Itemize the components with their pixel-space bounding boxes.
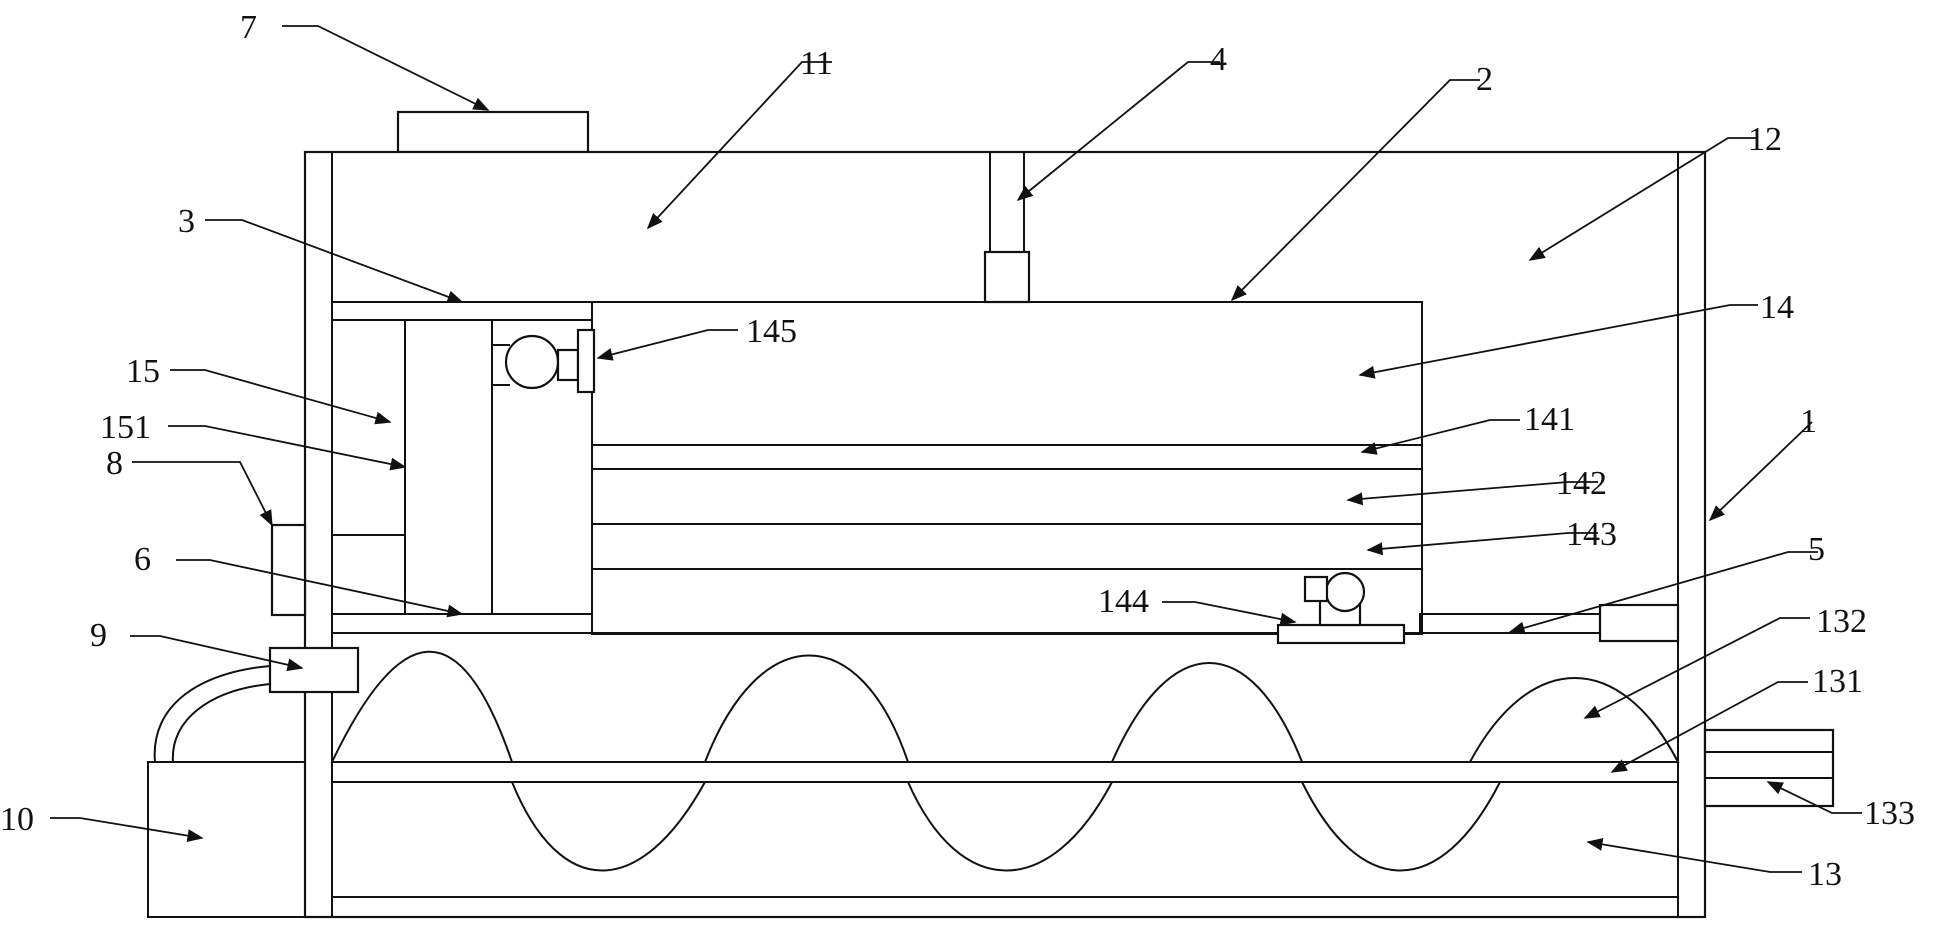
side-block — [1598, 603, 1680, 643]
callout-labels: 7 11 4 2 12 3 14 145 15 151 141 8 1 142 … — [0, 9, 1915, 893]
callout-7: 7 — [240, 9, 257, 46]
auger-blades — [330, 650, 1680, 872]
side-box-8 — [270, 523, 307, 617]
callout-142: 142 — [1556, 465, 1607, 502]
callout-143: 143 — [1566, 516, 1617, 553]
pump-9 — [268, 646, 360, 694]
leader-lines — [50, 25, 1862, 873]
callout-132: 132 — [1816, 603, 1867, 640]
callout-151: 151 — [100, 409, 151, 446]
callout-5: 5 — [1808, 531, 1825, 568]
callout-3: 3 — [178, 203, 195, 240]
callout-14: 14 — [1760, 289, 1794, 326]
auger-shaft — [331, 761, 1679, 783]
fan-145 — [492, 328, 596, 394]
callout-2: 2 — [1476, 61, 1493, 98]
callout-12: 12 — [1748, 121, 1782, 158]
callout-145: 145 — [746, 313, 797, 350]
layer-143 — [591, 523, 1423, 570]
callout-6: 6 — [134, 541, 151, 578]
callout-141: 141 — [1524, 401, 1575, 438]
callout-13: 13 — [1808, 856, 1842, 893]
motor-133 — [1703, 728, 1835, 808]
callout-4: 4 — [1210, 41, 1227, 78]
callout-1: 1 — [1800, 403, 1817, 440]
callout-15: 15 — [126, 353, 160, 390]
callout-11: 11 — [800, 45, 833, 82]
callout-144: 144 — [1098, 583, 1149, 620]
callout-10: 10 — [0, 801, 34, 838]
callout-8: 8 — [106, 445, 123, 482]
collection-tank — [147, 761, 306, 918]
rod-collar — [983, 250, 1031, 304]
callout-133: 133 — [1864, 795, 1915, 832]
pump-144 — [1276, 571, 1406, 645]
callout-131: 131 — [1812, 663, 1863, 700]
top-unit-7 — [396, 110, 590, 154]
callout-9: 9 — [90, 617, 107, 654]
